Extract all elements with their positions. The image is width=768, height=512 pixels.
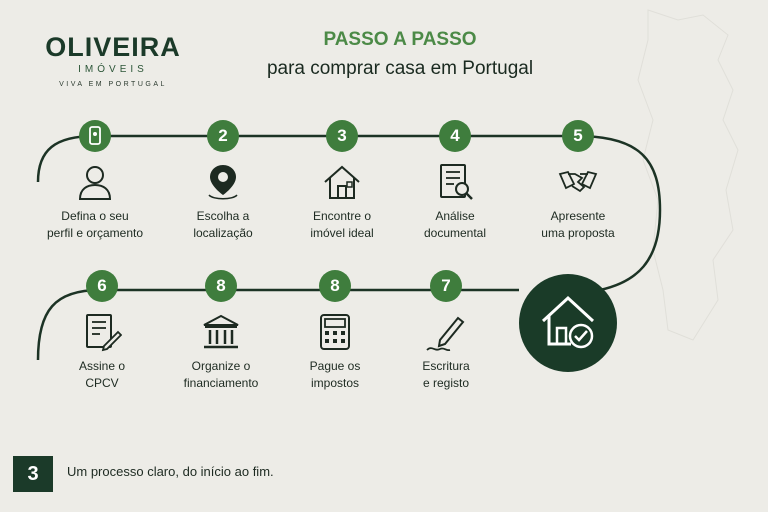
handshake-icon xyxy=(558,170,598,193)
final-step-circle xyxy=(519,274,617,372)
house-check-icon xyxy=(541,295,595,349)
brand-name: OLIVEIRA xyxy=(45,32,181,62)
page-title: PASSO A PASSO para comprar casa em Portu… xyxy=(200,28,600,82)
step-number: 8 xyxy=(205,270,237,302)
portugal-map-decoration xyxy=(637,9,739,341)
title-line-1: PASSO A PASSO xyxy=(323,29,477,50)
step-number: 4 xyxy=(439,120,471,152)
person-icon xyxy=(78,166,112,200)
calculator-icon xyxy=(320,314,350,350)
house-icon xyxy=(324,165,360,199)
document-search-icon xyxy=(440,164,473,200)
step-number: 8 xyxy=(319,270,351,302)
footer-text: Um processo claro, do início ao fim. xyxy=(67,464,274,479)
bank-icon xyxy=(203,314,239,349)
brand-logo: OLIVEIRA IMÓVEIS VIVA EM PORTUGAL xyxy=(28,32,198,88)
document-sign-icon xyxy=(86,314,122,352)
step-number: 6 xyxy=(86,270,118,302)
step-number xyxy=(79,120,111,152)
phone-icon xyxy=(89,126,101,145)
step-number: 7 xyxy=(430,270,462,302)
footer-badge: 3 xyxy=(13,456,53,492)
brand-tagline: VIVA EM PORTUGAL xyxy=(59,81,167,88)
step-number: 2 xyxy=(207,120,239,152)
step-number: 3 xyxy=(326,120,358,152)
brand-subtitle: IMÓVEIS xyxy=(78,64,148,75)
title-line-2: para comprar casa em Portugal xyxy=(266,58,534,79)
step-number: 5 xyxy=(562,120,594,152)
location-pin-icon xyxy=(208,165,238,200)
pen-signature-icon xyxy=(426,316,465,352)
